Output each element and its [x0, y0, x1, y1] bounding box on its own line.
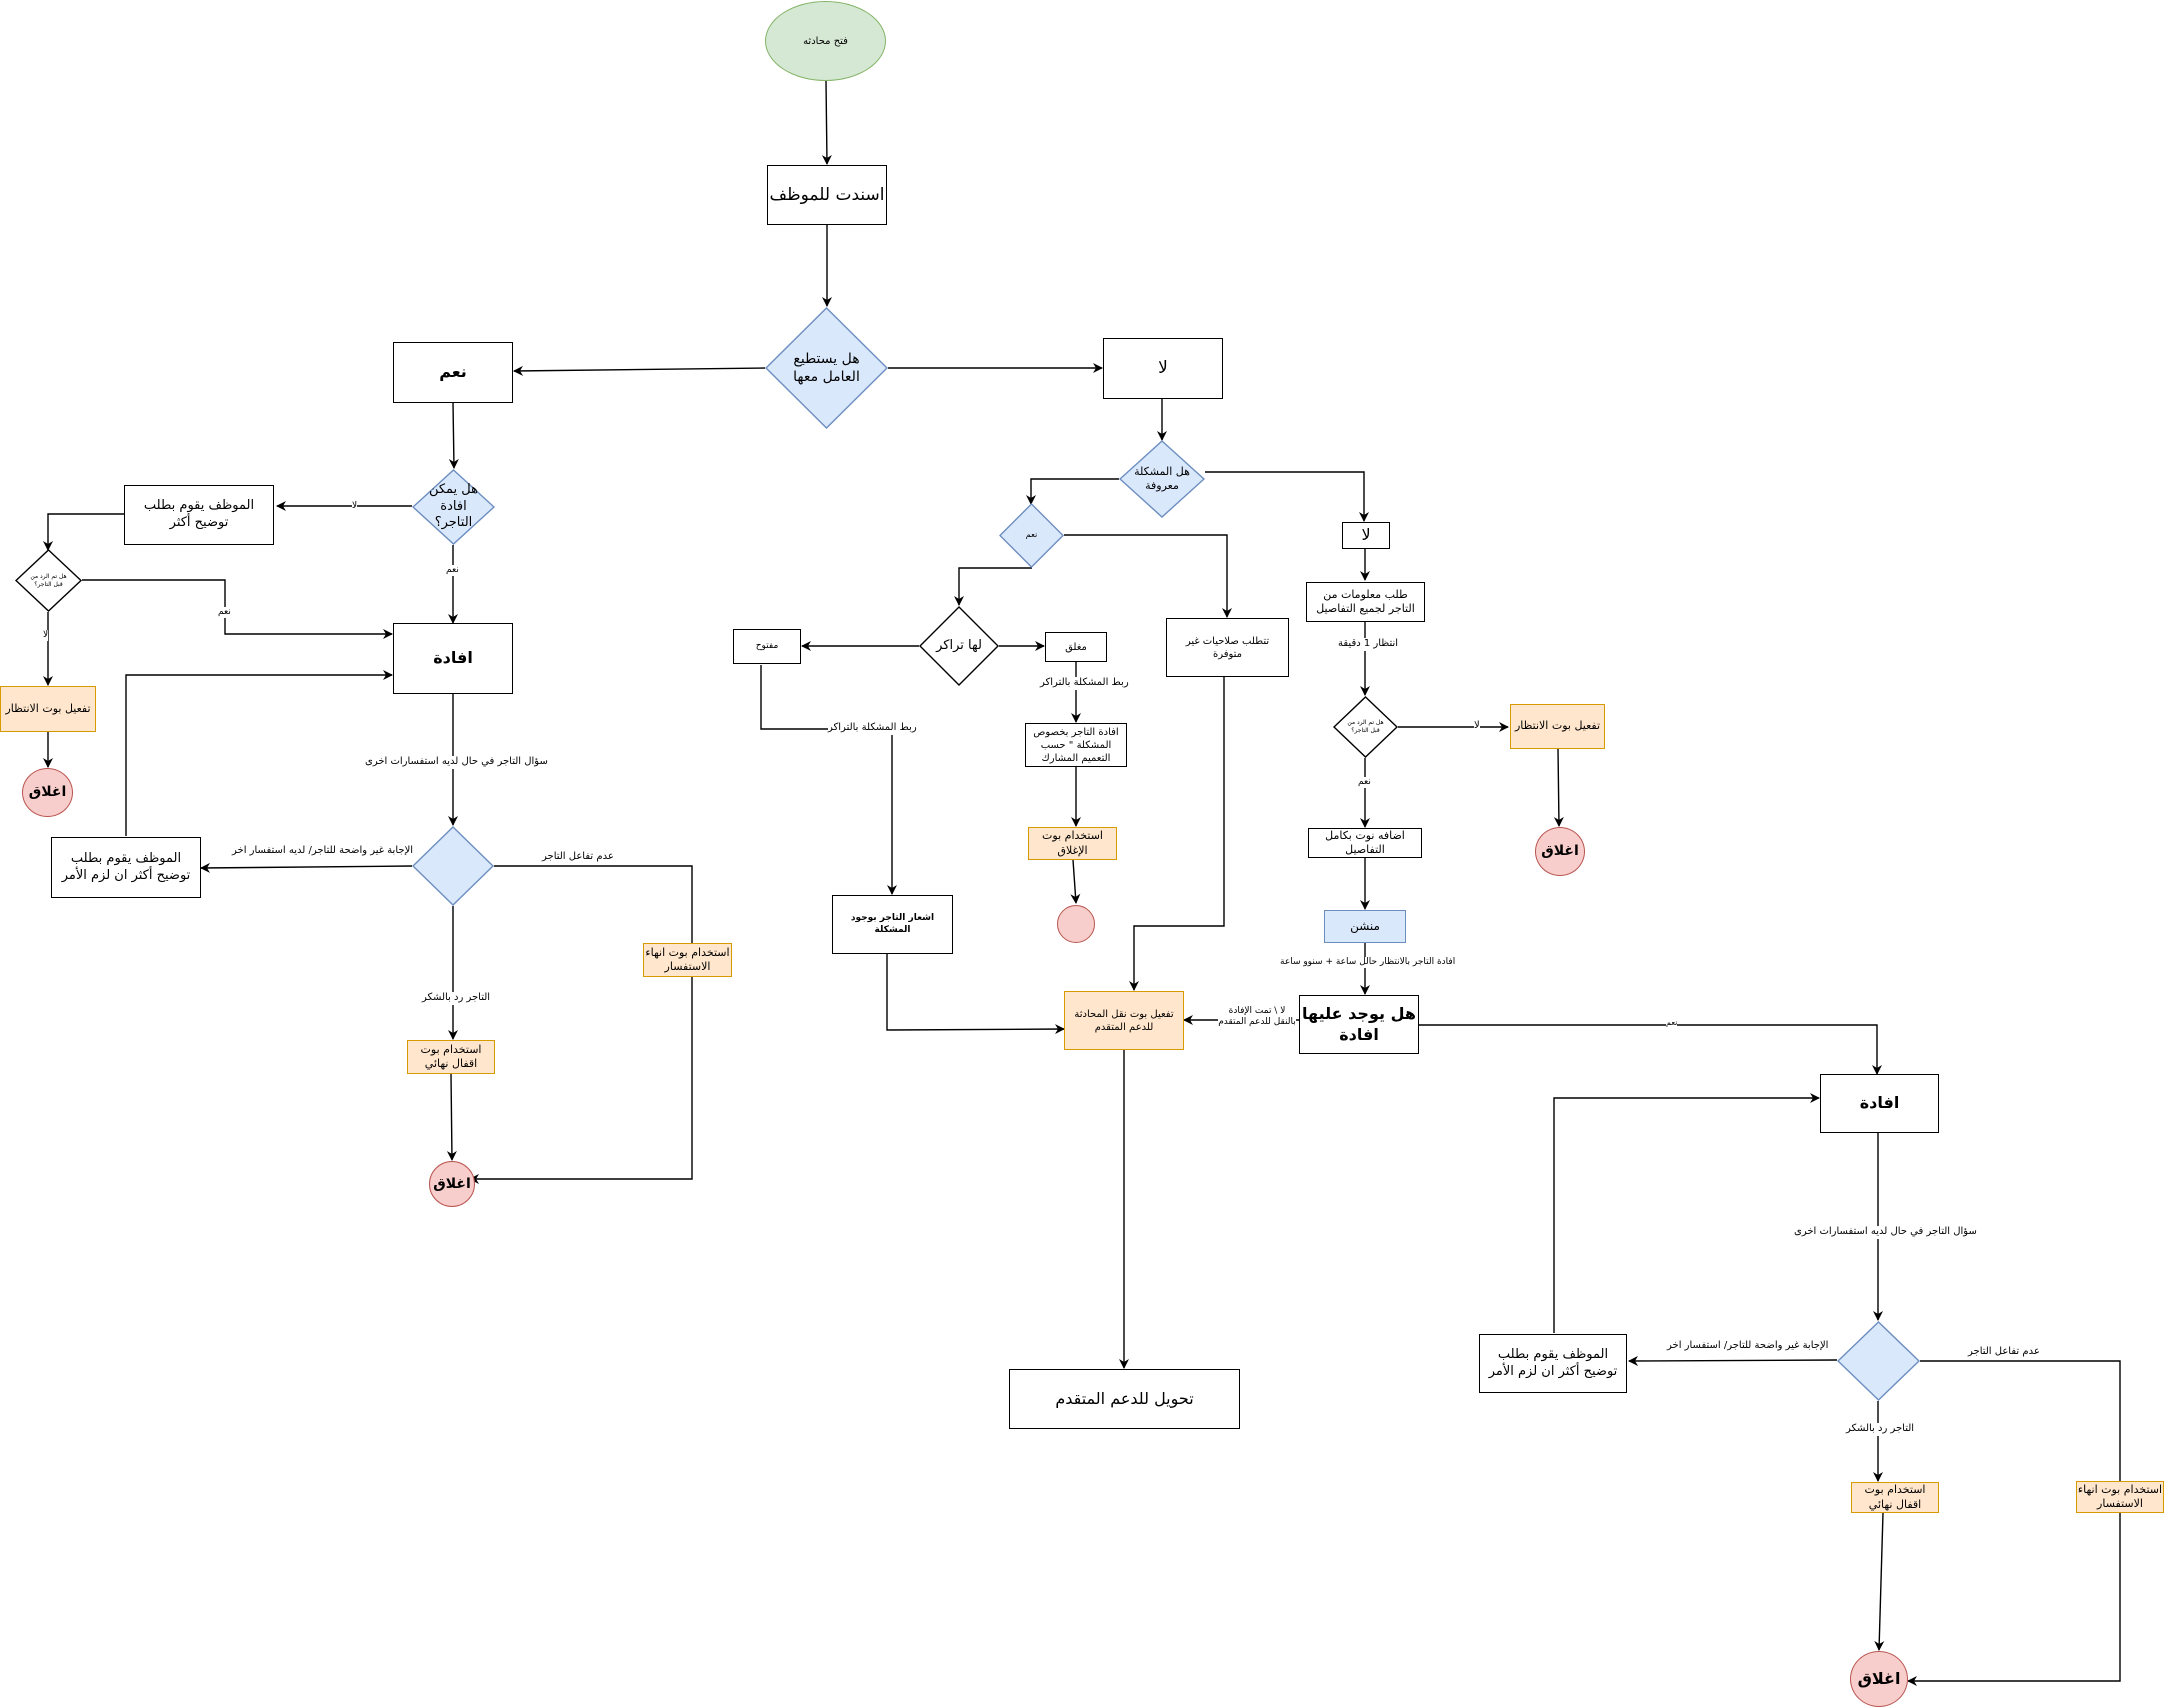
- has-tracker-label: لها تراكر: [936, 637, 982, 653]
- has-tracker-decision: لها تراكر: [919, 606, 999, 686]
- edge-label-link-tracker-closed: ربط المشكلة بالتراكر: [1040, 677, 1129, 690]
- start-node: فتح محادثه: [765, 1, 886, 81]
- edge-label-unclear-left: الإجابة غير واضحة للتاجر/ لديه استفسار ا…: [232, 845, 414, 858]
- edge-label-no-help: لا \ تمت الإفادة بالنقل للدعم المتقدم: [1218, 1006, 1296, 1029]
- edge-label-ask-more-left: سؤال التاجر في حال لديه استفسارات اخرى: [365, 756, 548, 769]
- close-left-top-node: اغلاق: [22, 768, 73, 817]
- edge-yes-canhelp: [448, 402, 459, 469]
- edge-yes-perms: [1064, 534, 1232, 618]
- help-left-node: افادة: [393, 623, 513, 694]
- final-close-bot-left-node: استخدام بوت اقفال نهائي: [407, 1040, 495, 1074]
- no-main-node: لا: [1103, 338, 1223, 399]
- edge-label-no-interaction-right: عدم تفاعل التاجر: [1968, 1346, 2040, 1359]
- can-handle-label: هل يستطيع العامل معها: [793, 350, 860, 385]
- merchant-replied-left-decision: هل تم الرد من قبل التاجر؟: [15, 549, 82, 612]
- edge-label-yes-replied-left: نعم: [218, 607, 231, 619]
- close-bot-mid-node: استخدام بوت الإغلاق: [1028, 827, 1117, 860]
- assigned-to-employee-node: اسندت للموظف: [767, 165, 887, 225]
- edge-label-yes-help: نعم: [1666, 1018, 1678, 1028]
- edge-label-no-replied-left: لا: [43, 630, 49, 642]
- edge-known-no: [1205, 471, 1369, 522]
- inform-merchant-node: افادة التاجر بخصوص المشكلة " حسب التعميم…: [1025, 723, 1127, 767]
- end-inquiry-bot-left-node: استخدام بوت انهاء الاستفسار: [643, 943, 732, 977]
- clarify-left-lower-node: الموظف يقوم بطلب توضيح أكثر ان لزم الأمر: [51, 837, 201, 898]
- edge-label-yes-can-help: نعم: [446, 565, 459, 577]
- close-right-top-node: اغلاق: [1535, 827, 1585, 876]
- closed-tracker-node: مغلق: [1045, 632, 1107, 662]
- can-help-label: هل يمكن افادة التاجر؟: [428, 481, 479, 531]
- edge-finalbot-close-r: [1874, 1512, 1885, 1651]
- merchant-replied-left-label: هل تم الرد من قبل التاجر؟: [30, 572, 67, 588]
- edge-finalbot-close: [446, 1073, 457, 1161]
- edge-label-inform-wait: افادة التاجر بالانتظار حالل ساعة + سنوو …: [1280, 957, 1456, 969]
- edge-start-assigned: [821, 80, 832, 165]
- wait-bot-left-node: تفعيل بوت الانتظار: [0, 686, 96, 732]
- wait-bot-right-node: تفعيل بوت الانتظار: [1510, 704, 1605, 749]
- problem-known-decision: هل المشكلة معروفة: [1119, 440, 1205, 518]
- followup-left-decision: [412, 826, 494, 906]
- end-inquiry-bot-right-node: استخدام بوت انهاء الاستفسار: [2076, 1481, 2164, 1513]
- yes-main-node: نعم: [393, 342, 513, 403]
- edge-label-wait-1min: انتظار 1 دقيقة: [1338, 638, 1399, 651]
- request-info-node: طلب معلومات من التاجر لجميع التفاصيل: [1306, 582, 1425, 622]
- edge-known-yes: [1026, 478, 1119, 505]
- edge-label-thanks-left: التاجر رد بالشكر: [422, 992, 491, 1005]
- merchant-replied-right-label: هل تم الرد من قبل التاجر؟: [1347, 719, 1384, 734]
- edge-open-notify: [760, 665, 897, 895]
- merchant-replied-right-decision: هل تم الرد من قبل التاجر؟: [1333, 696, 1398, 758]
- final-close-bot-right-node: استخدام بوت اقفال نهائي: [1851, 1482, 1939, 1513]
- close-right-bottom-node: اغلاق: [1850, 1651, 1908, 1707]
- transfer-bot-node: تفعيل بوت نقل المحادثة للدعم المتقدم: [1064, 991, 1184, 1050]
- mention-node: منشن: [1324, 910, 1406, 943]
- edge-label-ask-more-right: سؤال التاجر في حال لديه استفسارات اخرى: [1794, 1226, 1977, 1239]
- help-right-node: افادة: [1820, 1074, 1939, 1133]
- edge-decision-clarify: [200, 862, 413, 873]
- edge-clarify-help-r: [1553, 1093, 1820, 1333]
- add-note-node: اضافه نوت بكامل التفاصيل: [1308, 828, 1422, 858]
- notify-merchant-node: اشعار التاجر بوجود المشكلة: [832, 895, 953, 954]
- edge-label-thanks-right: التاجر رد بالشكر: [1846, 1423, 1915, 1436]
- edge-label-unclear-right: الإجابة غير واضحة للتاجر/ استفسار اخر: [1667, 1340, 1829, 1353]
- close-mid-node: [1057, 905, 1095, 943]
- edge-decision-clarify-r: [1628, 1355, 1838, 1366]
- followup-right-decision: [1837, 1321, 1920, 1401]
- problem-known-label: هل المشكلة معروفة: [1134, 464, 1190, 492]
- known-yes-decision: نعم: [999, 503, 1064, 568]
- clarify-right-node: الموظف يقوم بطلب توضيح أكثر ان لزم الأمر: [1479, 1334, 1627, 1393]
- edge-perms-transfer: [1129, 677, 1225, 991]
- edge-label-yes-replied-right: نعم: [1358, 777, 1371, 789]
- edge-decision-nointeraction-r: [1907, 1360, 2121, 1686]
- edge-yes-tracker: [954, 567, 1032, 606]
- edge-clarify-replied: [43, 513, 124, 551]
- open-tracker-node: مفتوح: [733, 629, 801, 664]
- edge-notify-transfer: [886, 954, 1065, 1035]
- close-left-bottom-node: اغلاق: [429, 1161, 475, 1207]
- edge-label-no-interaction-left: عدم تفاعل التاجر: [542, 851, 614, 864]
- known-yes-label: نعم: [1025, 530, 1038, 540]
- edge-label-link-tracker-open: ربط المشكلة بالتراكر: [828, 722, 917, 735]
- edge-label-no-left: لا: [352, 501, 358, 513]
- edge-replied-help: [82, 579, 393, 639]
- edge-hashelp-help: [1419, 1024, 1882, 1075]
- ask-clarify-left-node: الموظف يقوم بطلب توضيح أكثر: [124, 485, 274, 545]
- can-handle-decision: هل يستطيع العامل معها: [765, 307, 888, 429]
- can-help-decision: هل يمكن افادة التاجر؟: [412, 469, 495, 545]
- needs-permissions-node: تتطلب صلاحيات غير متوفرة: [1166, 618, 1289, 677]
- edge-decision-nointeraction: [469, 865, 693, 1184]
- edge-clarify-help: [125, 670, 393, 836]
- edge-waitbot-close-r: [1553, 748, 1564, 827]
- has-help-node: هل يوجد عليها افادة: [1299, 995, 1419, 1054]
- edge-closebot-close: [1070, 859, 1081, 904]
- advanced-support-node: تحويل للدعم المتقدم: [1009, 1369, 1240, 1429]
- edge-decision-yes: [513, 365, 766, 376]
- edge-label-no-replied-right: لا: [1474, 720, 1480, 733]
- unknown-no-node: لا: [1342, 522, 1390, 549]
